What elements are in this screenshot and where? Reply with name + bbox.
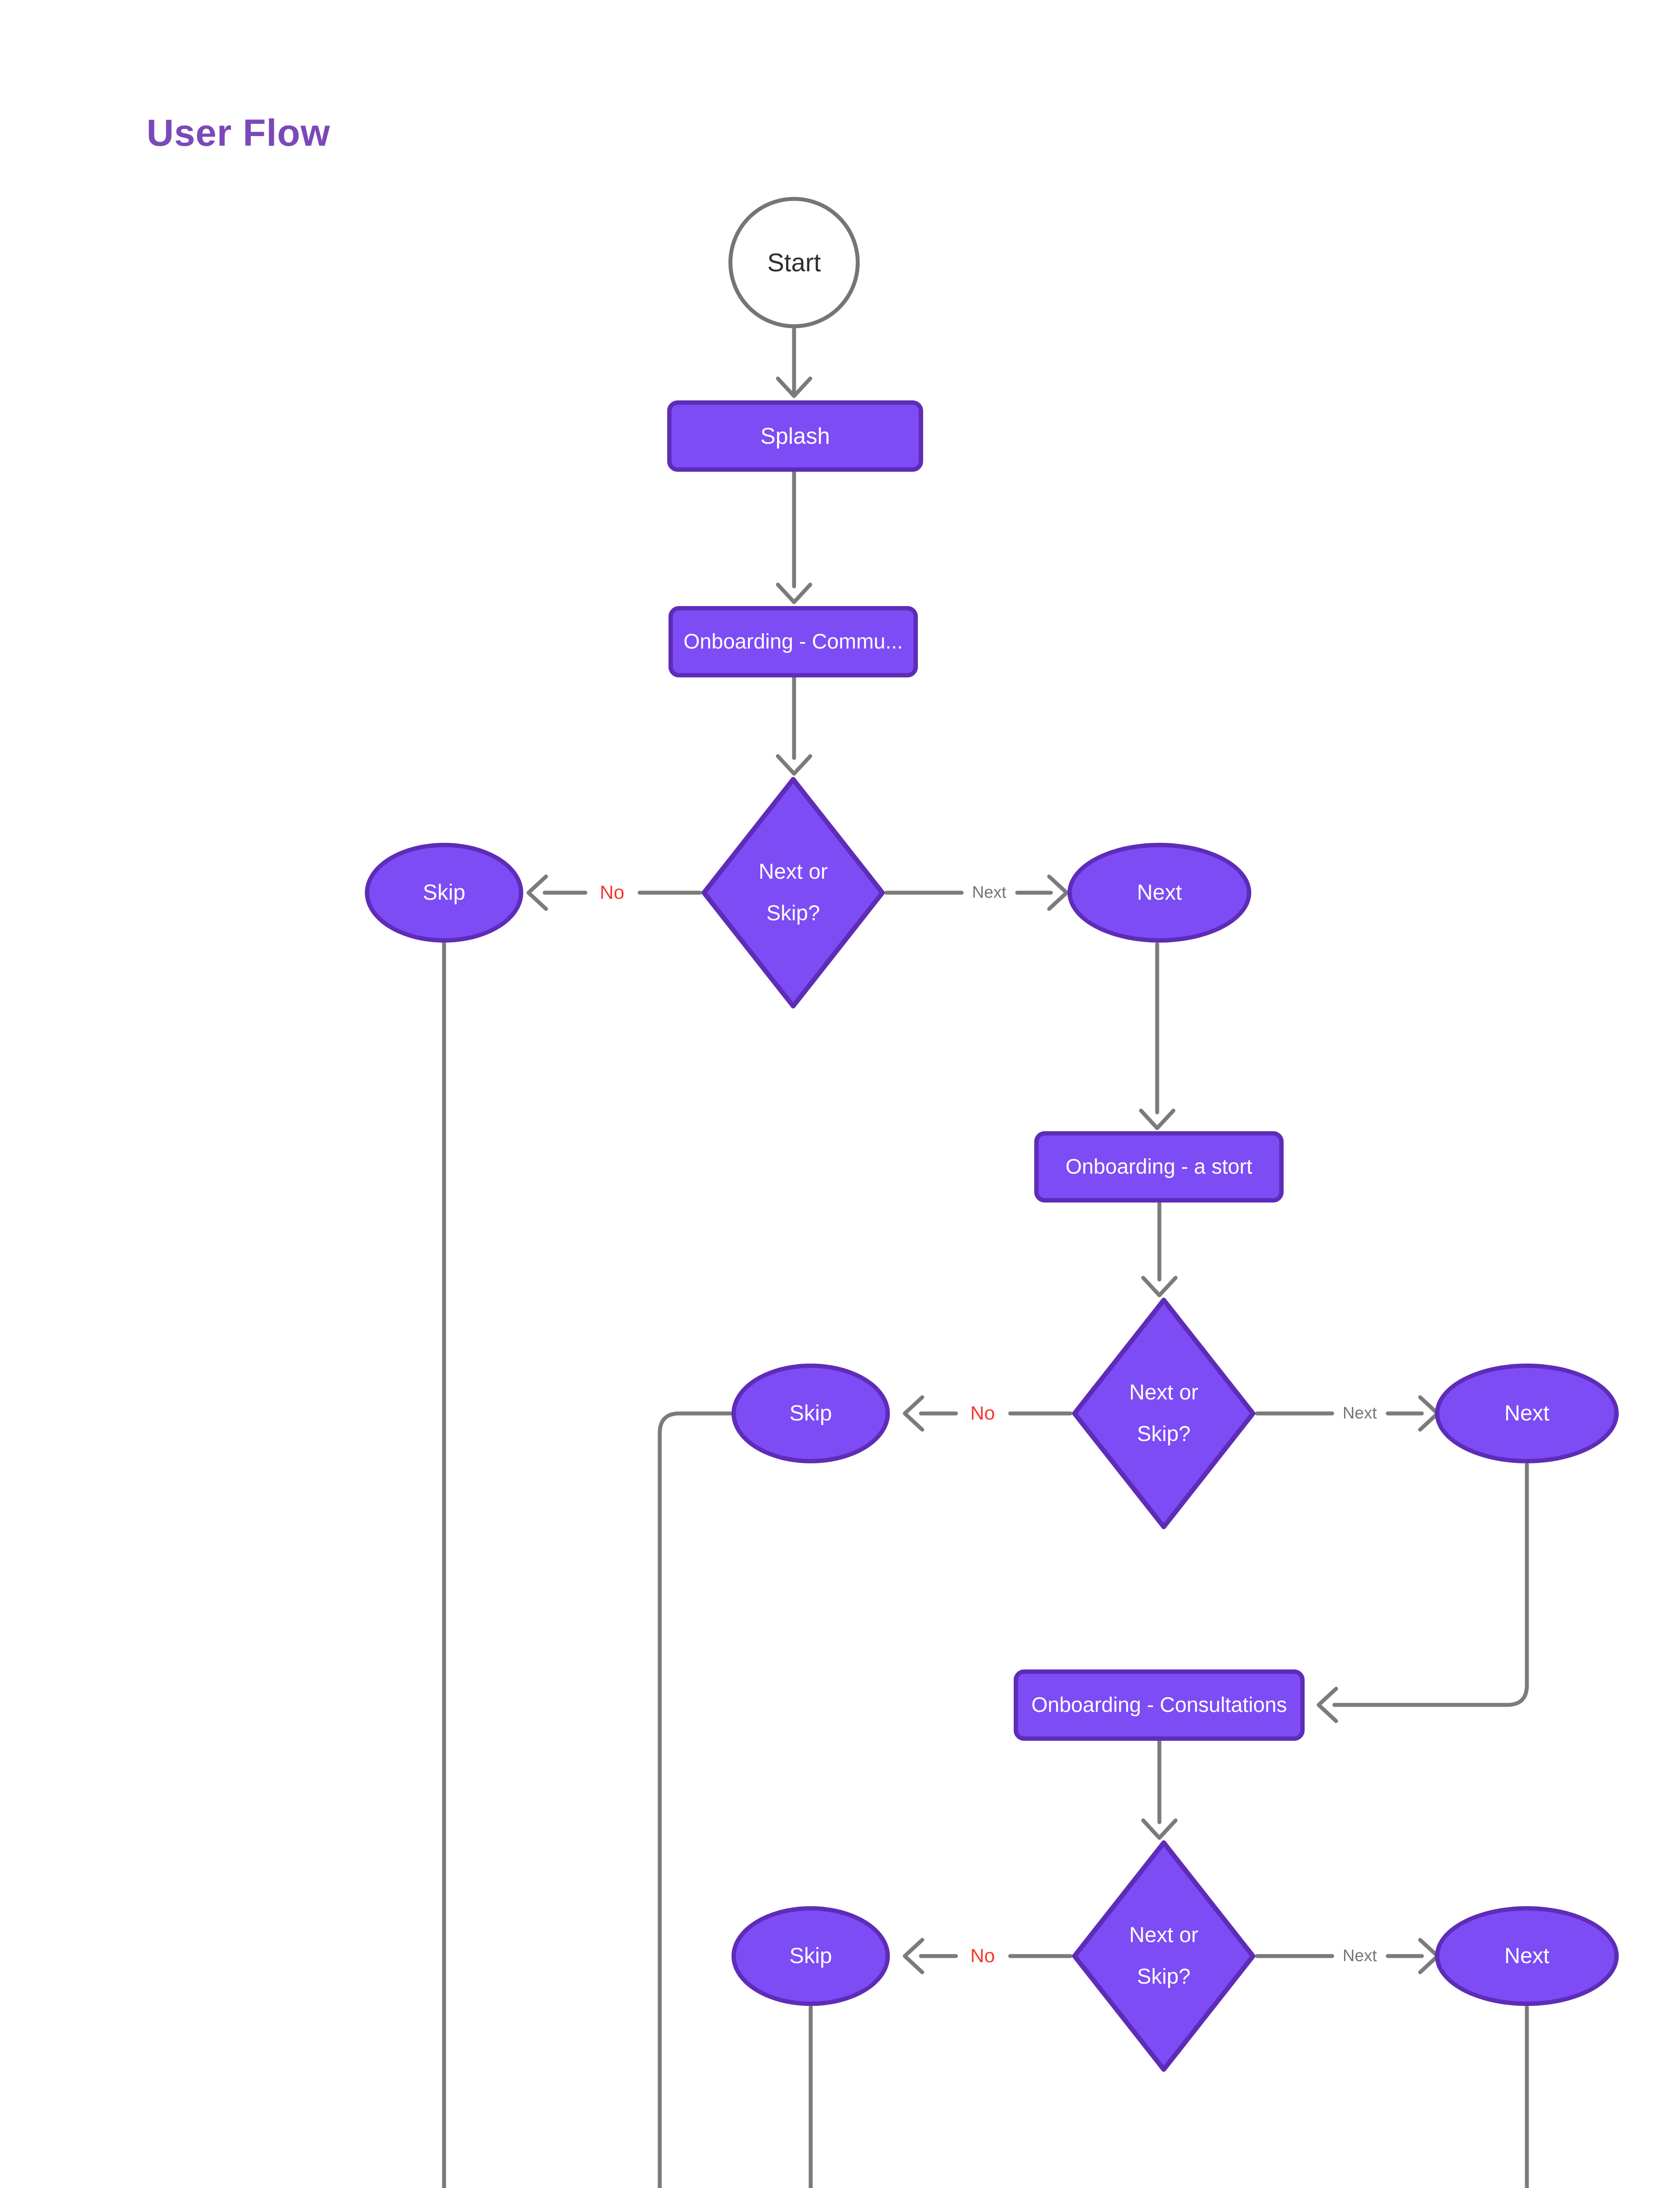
edge-next3-information	[1525, 2005, 1529, 2188]
node-onboarding-community-label: Onboarding - Commu...	[683, 630, 903, 653]
node-start-label: Start	[767, 248, 821, 277]
edge-label-decision3-no: No	[970, 1945, 995, 1967]
node-decision1-line1: Next or	[759, 860, 828, 884]
edge-label-decision2-next: Next	[1342, 1404, 1377, 1423]
node-skip3[interactable]: Skip	[732, 1906, 890, 2006]
node-splash-label: Splash	[760, 423, 830, 449]
edge-skip2-merge	[658, 1411, 733, 2188]
edge-decision3-skip3	[903, 1938, 1073, 1974]
node-onboarding-story[interactable]: Onboarding - a stort	[1034, 1131, 1284, 1203]
edge-skip3-merge	[808, 2005, 813, 2188]
edge-next2-consultations	[1316, 1462, 1529, 1723]
node-decision3-line1: Next or	[1129, 1923, 1198, 1947]
node-decision2[interactable]: Next or Skip?	[1071, 1297, 1256, 1530]
edge-skip1-signupoptions	[442, 941, 446, 2188]
node-decision2-line2: Skip?	[1137, 1422, 1191, 1446]
edge-decision1-next1	[884, 874, 1069, 911]
node-skip2-label: Skip	[789, 1401, 832, 1426]
node-next1-label: Next	[1137, 880, 1182, 905]
node-onboarding-consultations-label: Onboarding - Consultations	[1031, 1694, 1287, 1717]
edge-splash-community	[776, 470, 812, 604]
node-next3-label: Next	[1504, 1943, 1550, 1968]
node-skip1-label: Skip	[423, 880, 466, 905]
node-decision2-line1: Next or	[1129, 1381, 1198, 1404]
node-decision1[interactable]: Next or Skip?	[700, 776, 886, 1010]
edge-next1-story	[1139, 942, 1176, 1130]
node-next2-label: Next	[1504, 1401, 1550, 1426]
node-decision3-line2: Skip?	[1137, 1965, 1191, 1988]
node-onboarding-community[interactable]: Onboarding - Commu...	[668, 606, 918, 677]
node-skip1[interactable]: Skip	[365, 843, 523, 943]
edge-label-decision3-next: Next	[1342, 1946, 1377, 1965]
edge-start-splash	[776, 327, 812, 398]
node-onboarding-consultations[interactable]: Onboarding - Consultations	[1014, 1669, 1305, 1741]
node-splash[interactable]: Splash	[667, 400, 923, 472]
node-skip3-label: Skip	[789, 1943, 832, 1968]
node-next2[interactable]: Next	[1435, 1364, 1619, 1463]
node-start[interactable]: Start	[728, 197, 860, 328]
node-next1[interactable]: Next	[1068, 843, 1251, 943]
edge-decision1-skip1	[526, 874, 702, 911]
page-title: User Flow	[147, 112, 330, 154]
edge-label-decision2-no: No	[970, 1403, 995, 1424]
node-onboarding-story-label: Onboarding - a stort	[1065, 1155, 1253, 1178]
node-decision1-line2: Skip?	[766, 901, 820, 925]
edge-story-decision2	[1141, 1201, 1178, 1297]
edge-decision2-skip2	[903, 1395, 1073, 1432]
edge-community-decision1	[776, 676, 812, 776]
edge-consultations-decision3	[1141, 1739, 1178, 1840]
node-decision3[interactable]: Next or Skip?	[1071, 1839, 1256, 2073]
edge-label-decision1-next: Next	[972, 883, 1007, 902]
node-skip2[interactable]: Skip	[732, 1364, 890, 1463]
node-next3[interactable]: Next	[1435, 1906, 1619, 2006]
edge-label-decision1-no: No	[599, 882, 625, 903]
